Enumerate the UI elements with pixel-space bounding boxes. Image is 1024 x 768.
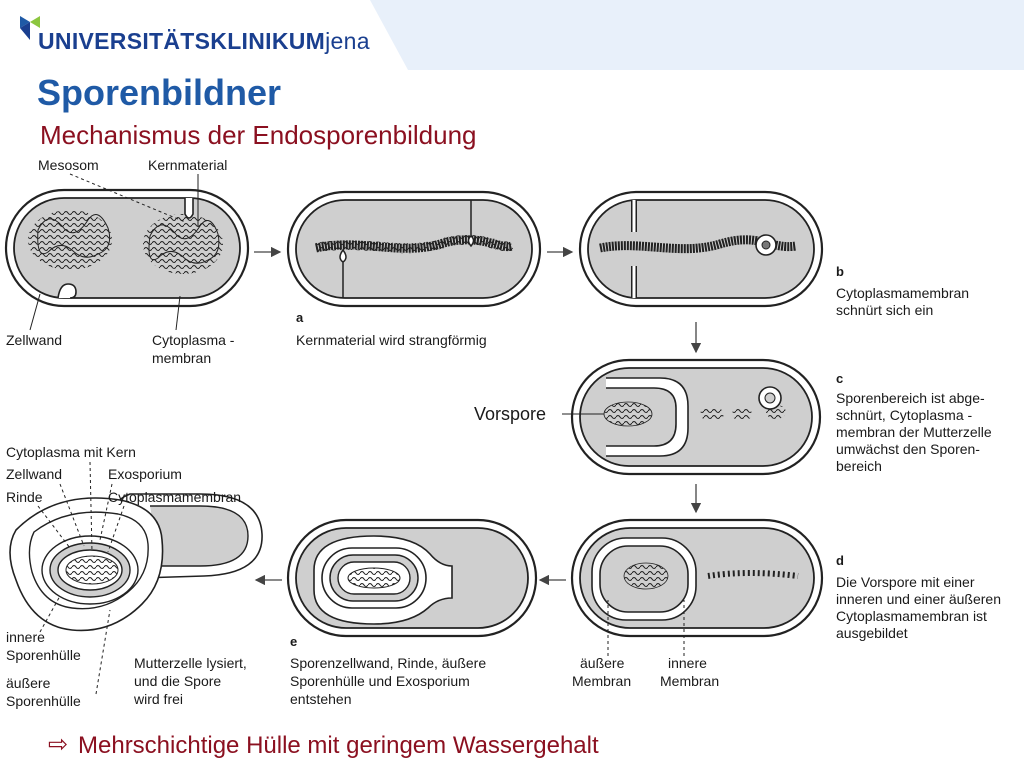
label-rinde: Rinde (6, 489, 43, 505)
step-f-line3: wird frei (133, 691, 183, 707)
step-c-line1: Sporenbereich ist abge- (836, 390, 985, 406)
step-e-letter: e (290, 634, 297, 649)
logo-city: jena (325, 28, 370, 54)
step-d-line2: inneren und einer äußeren (836, 591, 1001, 607)
step-b-line2: schnürt sich ein (836, 302, 933, 318)
label-kernmaterial: Kernmaterial (148, 157, 227, 173)
label-cytoplasmamembran-full: Cytoplasmamembran (108, 489, 241, 505)
step-f-line1: Mutterzelle lysiert, (134, 655, 247, 671)
cell-lysed (9, 493, 263, 632)
cell-a (286, 190, 542, 308)
step-e-line2: Sporenhülle und Exosporium (290, 673, 470, 689)
cell-c (570, 358, 822, 476)
leader-innere-sporenhuelle (39, 595, 61, 633)
label-cytoplasma-1: Cytoplasma - (152, 332, 235, 348)
page-subtitle: Mechanismus der Endosporenbildung (40, 120, 477, 150)
step-e-line3: entstehen (290, 691, 352, 707)
label-innere-sporenhuelle-1: innere (6, 629, 45, 645)
label-zellwand-2: Zellwand (6, 466, 62, 482)
step-b-line1: Cytoplasmamembran (836, 285, 969, 301)
step-d-line3: Cytoplasmamembran ist (836, 608, 987, 624)
step-d-line4: ausgebildet (836, 625, 908, 641)
leader-mesosom (69, 173, 186, 223)
mesosome-bottom (57, 283, 77, 299)
arrow-right-icon: ⇨ (48, 731, 69, 758)
label-aeussere-sporenhuelle-2: Sporenhülle (6, 693, 81, 709)
step-d-line1: Die Vorspore mit einer (836, 574, 975, 590)
leader-rinde (37, 505, 71, 549)
label-cytoplasma-mit-kern: Cytoplasma mit Kern (6, 444, 136, 460)
cell-e (286, 518, 538, 638)
label-zellwand: Zellwand (6, 332, 62, 348)
step-c-line4: umwächst den Sporen- (836, 441, 980, 457)
label-aeussere-sporenhuelle-1: äußere (6, 675, 51, 691)
label-innere-membran-1: innere (668, 655, 707, 671)
nucleoid-left (28, 210, 112, 270)
label-aeussere-membran-2: Membran (572, 673, 631, 689)
leader-zellwand (29, 293, 41, 331)
logo-main: UNIVERSITÄTSKLINIKUM (38, 28, 326, 54)
leader-zellwand-2 (59, 483, 85, 547)
label-vorspore: Vorspore (474, 404, 546, 424)
step-e-line1: Sporenzellwand, Rinde, äußere (290, 655, 486, 671)
leader-cytoplasma (175, 295, 181, 331)
label-exosporium: Exosporium (108, 466, 182, 482)
leader-cytoplasmamembran (107, 505, 125, 553)
mesosome-top (184, 198, 194, 219)
cell-vegetative (4, 188, 250, 308)
logo-wordmark: UNIVERSITÄTSKLINIKUMjena (38, 28, 370, 55)
page-title: Sporenbildner (37, 72, 282, 113)
step-c-line3: membran der Mutterzelle (836, 424, 992, 440)
label-innere-membran-2: Membran (660, 673, 719, 689)
footer-statement: Mehrschichtige Hülle mit geringem Wasser… (78, 732, 599, 759)
step-b-letter: b (836, 264, 844, 279)
label-innere-sporenhuelle-2: Sporenhülle (6, 647, 81, 663)
logo-mark-icon (20, 16, 40, 40)
step-f-line2: und die Spore (134, 673, 221, 689)
cell-b (578, 190, 824, 308)
header-band (20, 0, 1024, 70)
label-cytoplasma-2: membran (152, 350, 211, 366)
step-a-letter: a (296, 310, 304, 325)
leader-aeussere-sporenhuelle (95, 609, 111, 695)
label-aeussere-membran-1: äußere (580, 655, 625, 671)
nucleoid-right (143, 214, 223, 274)
cell-d (570, 518, 824, 638)
step-c-line5: bereich (836, 458, 882, 474)
label-mesosom: Mesosom (38, 157, 99, 173)
step-c-letter: c (836, 371, 843, 386)
step-a-text: Kernmaterial wird strangförmig (296, 332, 487, 348)
step-d-letter: d (836, 553, 844, 568)
endospore-diagram: Mesosom Kernmaterial Zellwand Cytoplasma… (4, 157, 1001, 709)
step-c-line2: schnürt, Cytoplasma - (836, 407, 972, 423)
